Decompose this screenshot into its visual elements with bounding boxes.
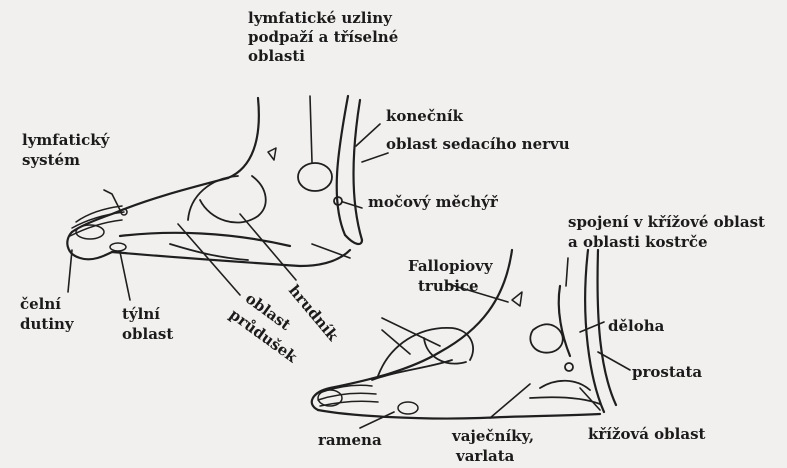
lower-zones [372, 292, 600, 404]
label-sacral-joint-line1: spojení v křížové oblast [568, 214, 765, 231]
label-lymph-nodes-line1: lymfatické uzliny [248, 10, 392, 27]
label-fallopian-line2: trubice [418, 278, 479, 295]
upper-foot-outline [67, 96, 362, 266]
label-lymph-system-line1: lymfatický [22, 132, 109, 149]
label-lymph-nodes-line3: oblasti [248, 48, 305, 65]
label-sinuses-line2: dutiny [20, 316, 74, 333]
label-occipital-line1: týlní [122, 306, 160, 323]
lower-toes [318, 385, 418, 414]
label-sinuses-line1: čelní [20, 296, 61, 313]
label-fallopian-line1: Fallopiovy [408, 258, 493, 275]
label-sacral-area: křížová oblast [588, 426, 705, 443]
lower-leader-lines [360, 258, 630, 428]
label-ovaries-line1: vaječníky, [452, 428, 534, 445]
label-uterus: děloha [608, 318, 664, 335]
label-bladder: močový měchýř [368, 194, 498, 211]
label-lymph-nodes-line2: podpaží a tříselné [248, 29, 398, 46]
label-ovaries-line2: varlata [456, 448, 514, 465]
label-lymph-system-line2: systém [22, 152, 80, 169]
label-sciatic: oblast sedacího nervu [386, 136, 570, 153]
label-occipital-line2: oblast [122, 326, 173, 343]
label-prostate: prostata [632, 364, 702, 381]
label-rectum: konečník [386, 108, 463, 125]
label-shoulders: ramena [318, 432, 382, 449]
upper-toes [70, 206, 127, 251]
label-sacral-joint-line2: a oblasti kostrče [568, 234, 708, 251]
